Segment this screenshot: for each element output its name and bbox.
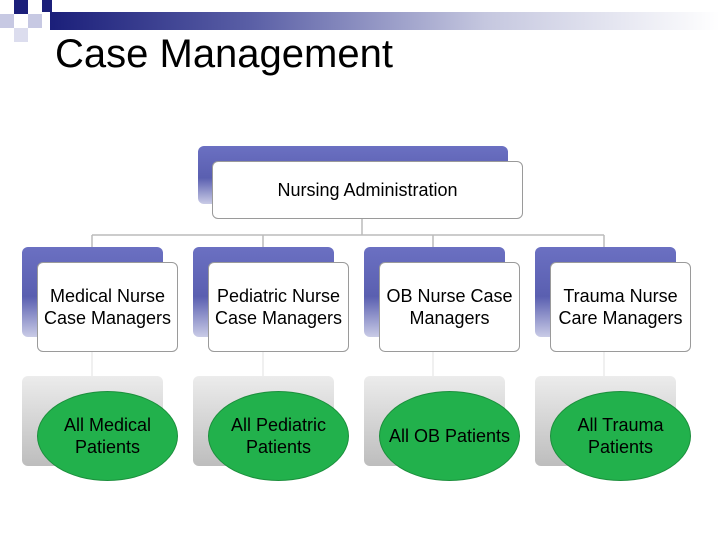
slide-title: Case Management <box>55 32 393 76</box>
root-node-label: Nursing Administration <box>277 180 458 200</box>
manager-node-label: OB Nurse Case Managers <box>386 286 513 328</box>
patient-node-label: All Pediatric Patients <box>230 415 327 457</box>
patient-node-trauma: All Trauma Patients <box>550 391 691 481</box>
corner-square-light-2 <box>28 14 42 28</box>
patient-node-label: All OB Patients <box>388 426 511 446</box>
manager-node-pediatric: Pediatric Nurse Case Managers <box>208 262 349 352</box>
manager-node-ob: OB Nurse Case Managers <box>379 262 520 352</box>
manager-node-label: Medical Nurse Case Managers <box>43 286 172 328</box>
corner-square-dark <box>14 0 28 14</box>
patient-node-ob: All OB Patients <box>379 391 520 481</box>
patient-node-pediatric: All Pediatric Patients <box>208 391 349 481</box>
manager-node-medical: Medical Nurse Case Managers <box>37 262 178 352</box>
root-node-nursing-administration: Nursing Administration <box>212 161 523 219</box>
corner-square-light-3 <box>14 28 28 42</box>
manager-node-label: Pediatric Nurse Case Managers <box>214 286 343 328</box>
manager-node-label: Trauma Nurse Care Managers <box>558 286 683 328</box>
manager-node-trauma: Trauma Nurse Care Managers <box>550 262 691 352</box>
title-gradient-bar <box>50 12 720 30</box>
patient-node-medical: All Medical Patients <box>37 391 178 481</box>
corner-square-dark-2 <box>42 0 52 12</box>
patient-node-label: All Medical Patients <box>63 415 152 457</box>
patient-node-label: All Trauma Patients <box>577 415 664 457</box>
corner-square-light <box>0 14 14 28</box>
